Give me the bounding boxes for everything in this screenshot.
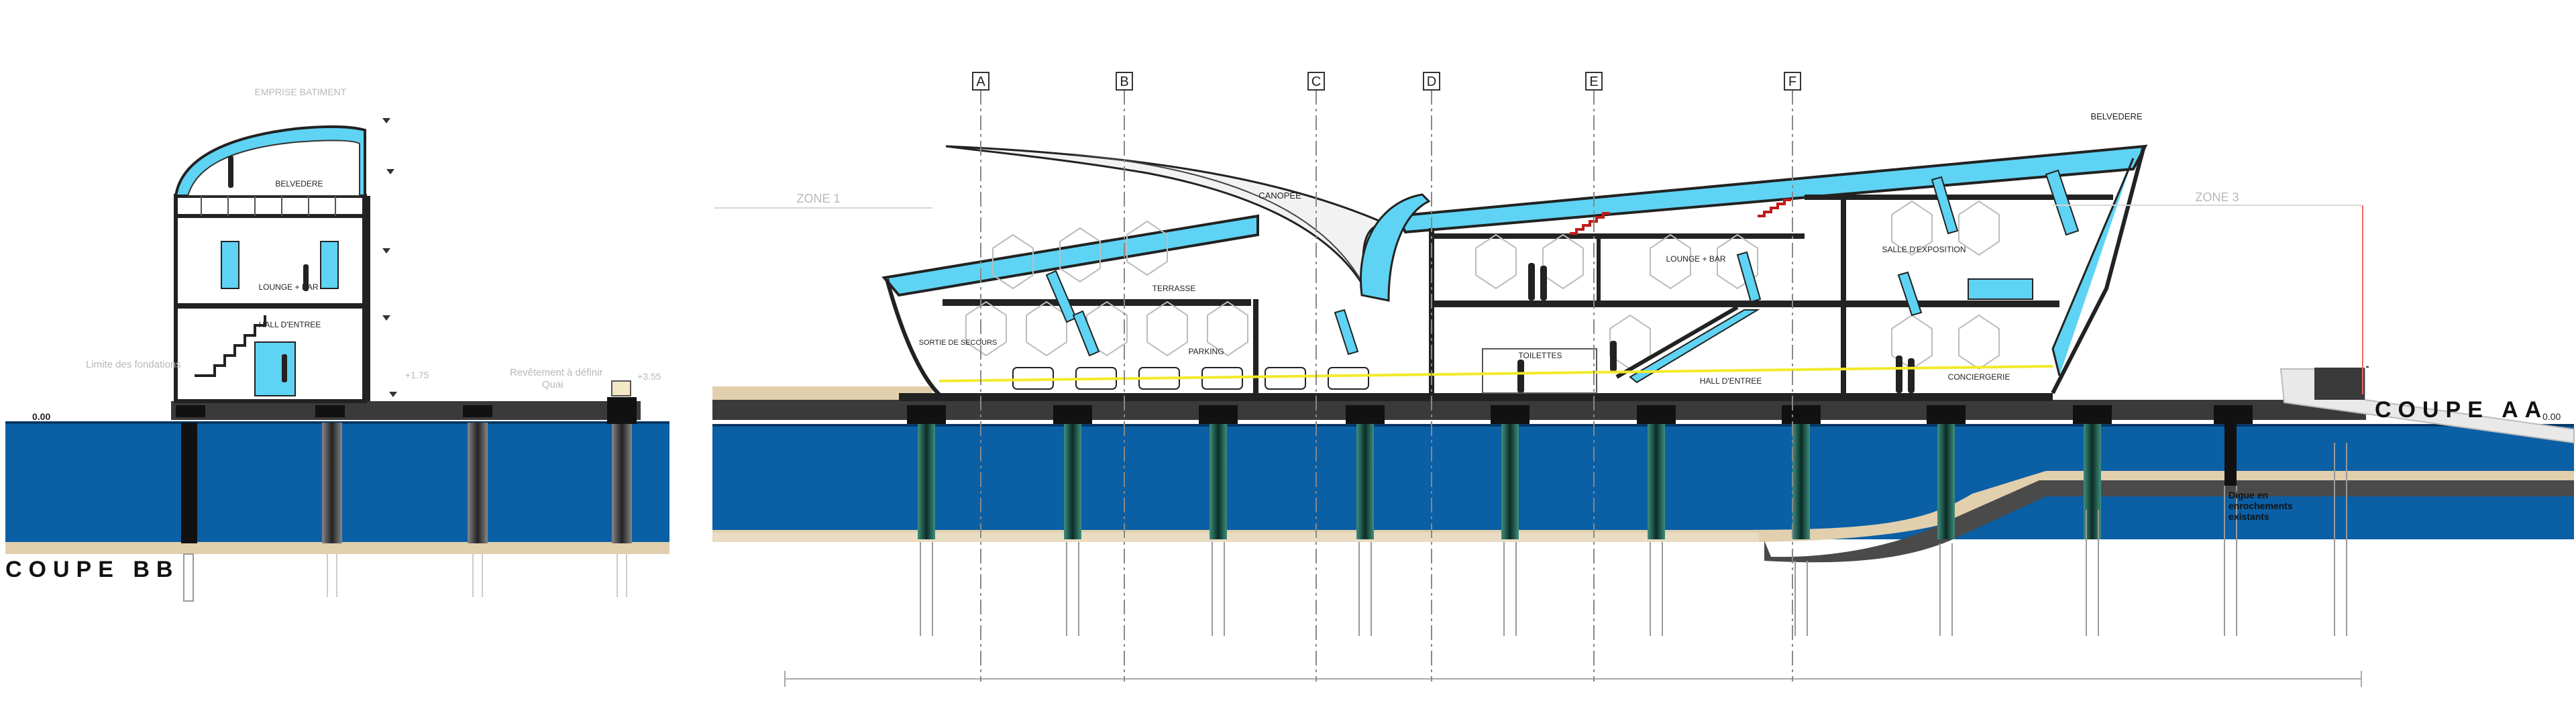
label-revetement: Revêtement à définir	[510, 367, 602, 378]
axis-label-f: F	[1788, 74, 1796, 89]
label-zone-1: ZONE 1	[796, 192, 840, 205]
section-aa: ZONE 1 ZONE 3 BELVEDERE CANOPEE TERRASSE…	[228, 72, 2575, 687]
section-bb: EMPRISE BATIMENT BELVEDERE LOUNGE + BAR …	[5, 87, 669, 602]
piles-bb	[181, 423, 632, 602]
people-silhouettes	[228, 156, 1915, 393]
level-markers-bb	[382, 118, 397, 397]
seabed-bb	[5, 542, 669, 554]
label-parking: PARKING	[1188, 347, 1224, 356]
label-cote-bb: +1.75	[405, 370, 429, 380]
building-bb	[174, 125, 370, 403]
label-conciergerie: CONCIERGERIE	[1948, 372, 2010, 382]
axis-marker-e	[1585, 72, 1603, 91]
axis-marker-c	[1307, 72, 1325, 91]
label-emprise: EMPRISE BATIMENT	[255, 87, 347, 97]
axis-label-b: B	[1120, 74, 1128, 89]
axis-marker-b	[1116, 72, 1133, 91]
label-sortie: SORTIE DE SECOURS	[919, 339, 998, 347]
axis-marker-a	[972, 72, 989, 91]
label-level-aa: 0.00	[2542, 411, 2561, 422]
breakwater	[1764, 480, 2574, 563]
label-hall-bb: HALL D'ENTREE	[259, 320, 321, 329]
roof-right-glass	[1394, 144, 2148, 234]
pile-extensions-aa	[920, 443, 2347, 636]
label-belvedere-bb: BELVEDERE	[275, 179, 323, 188]
axis-grid: A B C D E F	[972, 72, 1801, 682]
zone-lines	[714, 205, 2361, 209]
pile-caps-aa	[907, 405, 2253, 424]
deck-bb	[171, 401, 641, 420]
axis-marker-f	[1784, 72, 1801, 91]
axis-label-d: D	[1427, 74, 1436, 89]
building-aa	[228, 144, 2148, 401]
label-zone-3: ZONE 3	[2195, 191, 2239, 204]
axis-marker-d	[1423, 72, 1440, 91]
label-cote2-bb: +3.55	[637, 371, 661, 382]
piles-aa	[918, 424, 2237, 539]
label-limite: Limite des fondations	[86, 359, 181, 370]
label-toilettes: TOILETTES	[1518, 351, 1562, 360]
dimension-line-bottom	[784, 671, 2362, 687]
label-digue: Digue en enrochements existants	[2229, 490, 2293, 522]
label-salle: SALLE D'EXPOSITION	[1882, 245, 1966, 254]
label-terrasse: TERRASSE	[1152, 284, 1196, 293]
axis-label-a: A	[976, 74, 985, 89]
label-canopee: CANOPEE	[1258, 191, 1301, 201]
section-title-aa: COUPE AA	[2375, 397, 2548, 423]
axis-label-c: C	[1311, 74, 1321, 89]
deck-aa	[712, 400, 2366, 420]
label-lounge-aa: LOUNGE + BAR	[1666, 254, 1725, 264]
label-belvedere-aa: BELVEDERE	[2090, 111, 2142, 121]
roof-left-glass	[881, 214, 1259, 297]
label-lounge-bb: LOUNGE + BAR	[258, 282, 318, 292]
label-hall-aa: HALL D'ENTREE	[1700, 376, 1762, 386]
label-quai: Quai	[542, 379, 564, 390]
axis-label-e: E	[1589, 74, 1598, 89]
glass-panels-aa	[1045, 169, 2080, 357]
label-digue-wrap: Digue en enrochements existants	[2229, 490, 2293, 522]
label-level-bb: 0.00	[32, 411, 50, 422]
section-title-bb: COUPE BB	[5, 557, 179, 582]
